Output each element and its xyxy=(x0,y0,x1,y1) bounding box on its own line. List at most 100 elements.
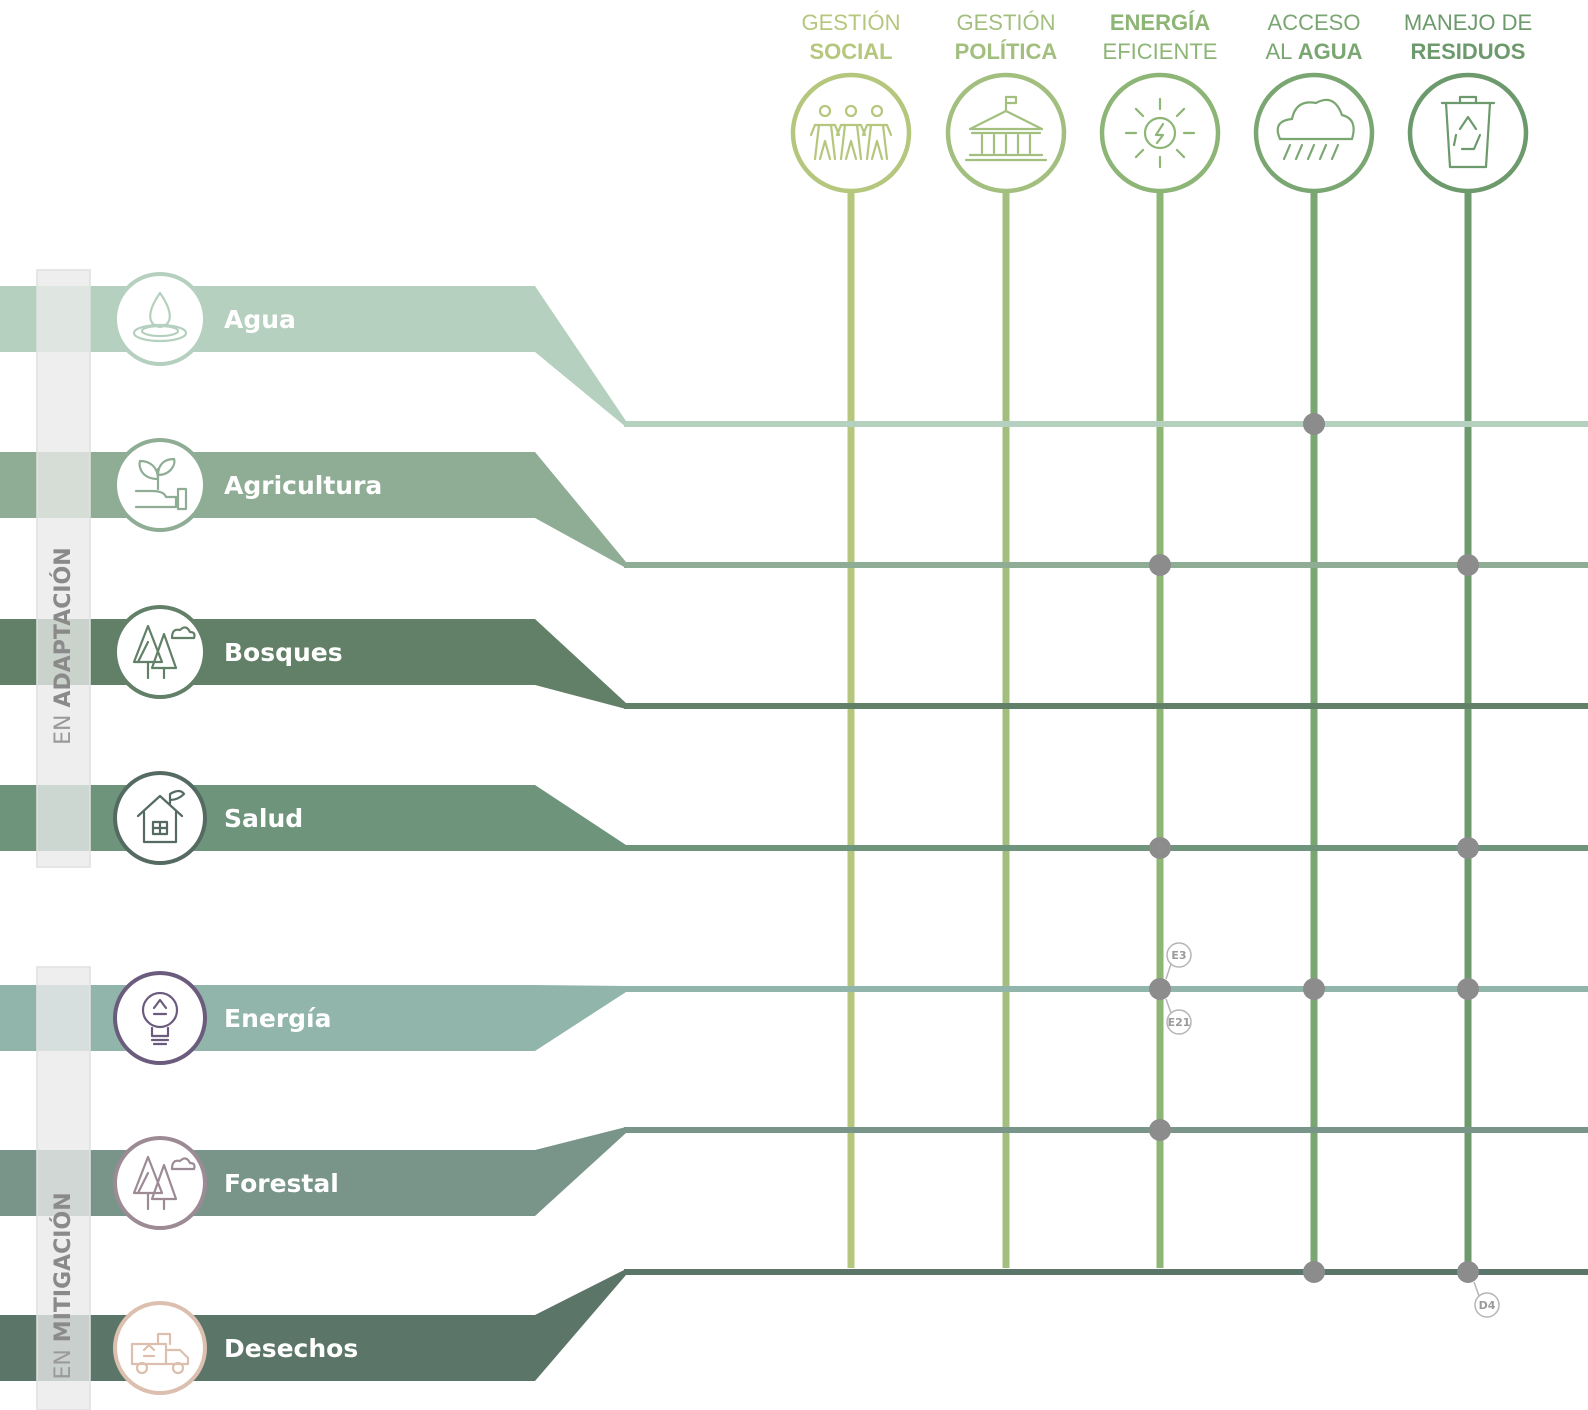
callout-leader xyxy=(1473,1281,1480,1297)
row-label: Agricultura xyxy=(224,471,382,500)
callout-d4: D4 xyxy=(1473,1281,1500,1318)
column-icon-circle xyxy=(1099,72,1221,194)
row-header-salud: Salud xyxy=(113,771,303,865)
callout-circle xyxy=(1166,942,1192,968)
column-title-line1: MANEJO DE xyxy=(1404,10,1532,35)
column-title-name: RESIDUOS xyxy=(1411,39,1526,64)
group-label-prefix: EN xyxy=(51,708,76,745)
row-icon-circle xyxy=(113,438,207,532)
callout-e21: E21 xyxy=(1165,998,1192,1035)
column-icon-circle xyxy=(790,72,912,194)
column-title-name: SOCIAL xyxy=(809,39,892,64)
column-title-line2: RESIDUOS xyxy=(1411,39,1526,64)
row-icon-circle xyxy=(113,605,207,699)
row-label: Energía xyxy=(224,1004,332,1033)
row-band xyxy=(0,286,626,427)
group-label-prefix: EN xyxy=(51,1342,76,1379)
row-icon-circle xyxy=(113,771,207,865)
row-band xyxy=(0,785,626,851)
column-icon-circle xyxy=(1253,72,1375,194)
row-icon-circle xyxy=(113,272,207,366)
row-icon-circle xyxy=(113,1136,207,1230)
row-band xyxy=(0,1269,626,1381)
forest-icon xyxy=(132,624,196,680)
intersection-dot xyxy=(1457,554,1479,576)
intersection-dot xyxy=(1457,978,1479,1000)
row-label: Agua xyxy=(224,305,296,334)
row-label: Bosques xyxy=(224,638,343,667)
row-icon-circle xyxy=(113,971,207,1065)
group-panel-overlay xyxy=(36,966,91,1410)
column-header-1: GESTIÓN POLÍTICA xyxy=(945,10,1067,194)
row-desechos xyxy=(0,1269,1588,1381)
intersection-dots xyxy=(1149,413,1479,1283)
group-panel-overlay xyxy=(36,269,91,868)
row-label: Forestal xyxy=(224,1169,339,1198)
government-building-icon xyxy=(964,95,1048,162)
callout-circle xyxy=(1166,1009,1192,1035)
intersection-dot xyxy=(1149,554,1171,576)
plant-hand-icon xyxy=(134,457,188,511)
callout-label: E21 xyxy=(1168,1016,1191,1029)
row-header-agua: Agua xyxy=(113,272,296,366)
row-header-agricultura: Agricultura xyxy=(113,438,382,532)
column-title-name: POLÍTICA xyxy=(955,39,1058,64)
people-group-icon xyxy=(809,104,893,161)
intersection-dot xyxy=(1149,1119,1171,1141)
row-header-energía: Energía xyxy=(113,971,332,1065)
row-label: Salud xyxy=(224,804,303,833)
column-header-3: ACCESO AL AGUA xyxy=(1253,10,1375,194)
callout-label: E3 xyxy=(1171,949,1186,962)
intersection-dot xyxy=(1457,837,1479,859)
column-title-line1: GESTIÓN xyxy=(956,10,1055,35)
callout-circle xyxy=(1474,1292,1500,1318)
column-title-line1: ENERGÍA xyxy=(1110,10,1210,35)
recycle-bulb-icon xyxy=(141,991,179,1046)
recycle-truck-icon xyxy=(130,1332,190,1375)
column-header-0: GESTIÓN SOCIAL xyxy=(790,10,912,194)
row-header-desechos: Desechos xyxy=(113,1301,358,1395)
sun-energy-icon xyxy=(1124,97,1196,169)
group-label-overlay: EN MITIGACIÓN xyxy=(50,1192,76,1379)
forest-icon xyxy=(132,1155,196,1211)
row-header-bosques: Bosques xyxy=(113,605,343,699)
intersection-dot xyxy=(1149,978,1171,1000)
column-title-line1: GESTIÓN xyxy=(801,10,900,35)
recycle-bin-icon xyxy=(1440,95,1496,169)
row-band xyxy=(0,452,626,568)
column-header-2: ENERGÍA EFICIENTE xyxy=(1099,10,1221,194)
group-label-name: MITIGACIÓN xyxy=(50,1192,76,1342)
column-title-name: EFICIENTE xyxy=(1103,39,1218,64)
rain-cloud-icon xyxy=(1276,98,1355,161)
group-label-name: ADAPTACIÓN xyxy=(50,547,76,707)
row-icon-circle xyxy=(113,1301,207,1395)
row-header-forestal: Forestal xyxy=(113,1136,339,1230)
column-title-line2: SOCIAL xyxy=(809,39,892,64)
group-label-overlay: EN ADAPTACIÓN xyxy=(50,547,76,745)
callout-label: D4 xyxy=(1479,1299,1496,1312)
callout-e3: E3 xyxy=(1165,942,1192,980)
callout-leader xyxy=(1165,998,1172,1014)
column-title-prefix: AL xyxy=(1266,39,1298,64)
intersection-dot xyxy=(1303,978,1325,1000)
column-title-line2: POLÍTICA xyxy=(955,39,1058,64)
callout-leader xyxy=(1165,963,1172,980)
intersection-dot xyxy=(1303,1261,1325,1283)
intersection-dot xyxy=(1457,1261,1479,1283)
row-agricultura xyxy=(0,452,1588,568)
column-header-4: MANEJO DE RESIDUOS xyxy=(1404,10,1532,194)
water-drop-icon xyxy=(132,291,188,343)
column-title-line2: AL AGUA xyxy=(1266,39,1363,64)
column-lines xyxy=(847,191,1472,1268)
column-title-line1: ACCESO xyxy=(1268,10,1361,35)
column-title-name: AGUA xyxy=(1298,39,1363,64)
house-health-icon xyxy=(136,789,186,844)
column-title-line2: EFICIENTE xyxy=(1103,39,1218,64)
row-label: Desechos xyxy=(224,1334,358,1363)
column-icon-circle xyxy=(1407,72,1529,194)
intersection-dot xyxy=(1149,837,1171,859)
intersection-dot xyxy=(1303,413,1325,435)
